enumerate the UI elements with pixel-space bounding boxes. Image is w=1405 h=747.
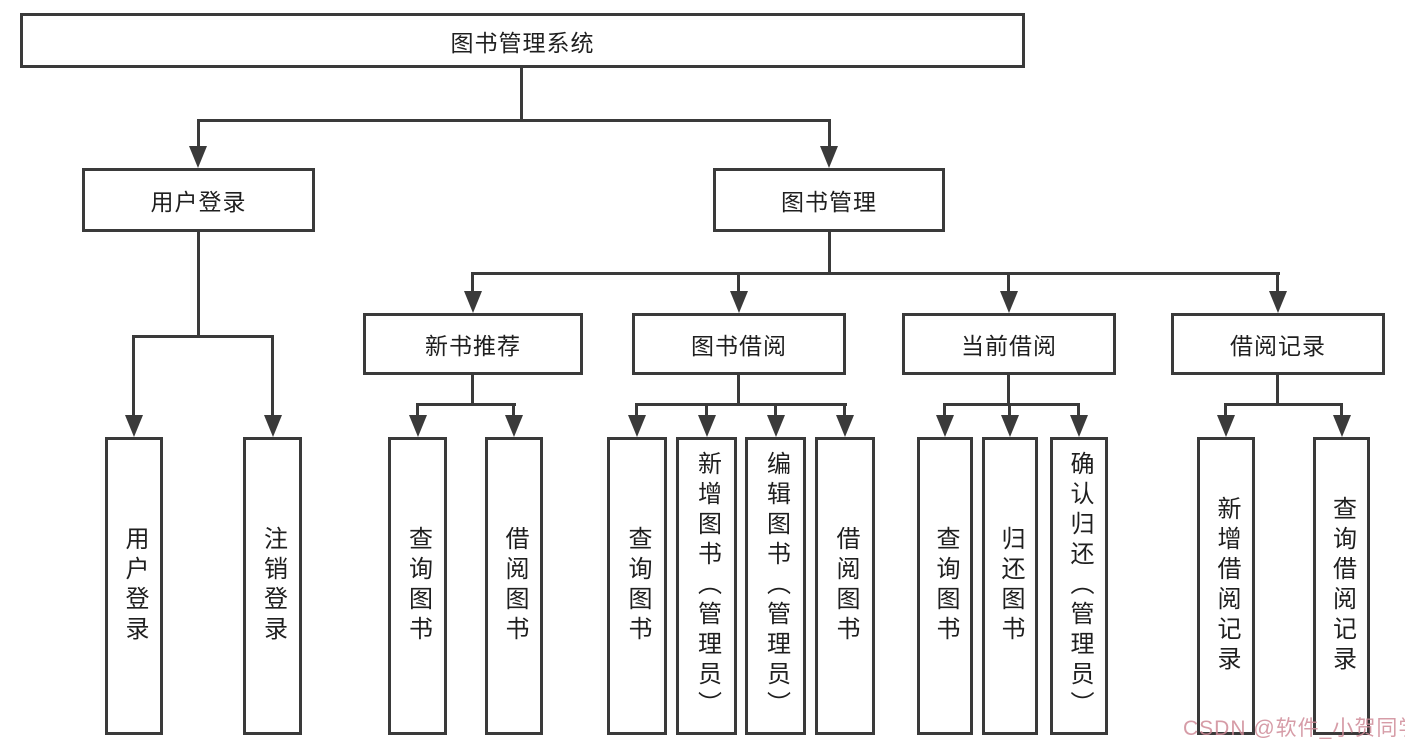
connector-drop [737,375,740,406]
leaf-logout: 注销登录 [243,437,302,735]
leaf-user-login-label: 用户登录 [121,526,148,646]
connector-root-drop [520,68,523,122]
leaf-logout-label: 注销登录 [259,526,287,646]
arrow-down-icon [730,291,748,313]
leaf-query-borrow-record-label: 查询借阅记录 [1328,496,1356,676]
leaf-query-books-1-label: 查询图书 [404,526,432,646]
connector-stem-user-login [197,119,200,149]
leaf-add-books-admin: 新增图书（管理员） [676,437,737,735]
leaf-query-borrow-record: 查询借阅记录 [1313,437,1370,735]
connector-stem-level3 [1276,272,1279,295]
arrow-down-icon [505,415,523,437]
leaf-borrow-books-1: 借阅图书 [485,437,543,735]
node-book-management: 图书管理 [713,168,945,232]
arrow-down-icon [836,415,854,437]
leaf-query-books-2: 查询图书 [607,437,667,735]
connector-bus [416,403,516,406]
arrow-down-icon [125,415,143,437]
node-new-book-recommend: 新书推荐 [363,313,583,375]
connector-stem-leaf [1340,403,1343,417]
leaf-return-books: 归还图书 [982,437,1038,735]
connector-bus [636,403,847,406]
node-root-label: 图书管理系统 [450,29,595,56]
leaf-query-books-2-label: 查询图书 [624,526,651,646]
leaf-add-borrow-record: 新增借阅记录 [1197,437,1255,735]
leaf-confirm-return-admin: 确认归还（管理员） [1050,437,1108,735]
arrow-down-icon [1001,415,1019,437]
arrow-down-icon [464,291,482,313]
arrow-down-icon [698,415,716,437]
connector-drop [1007,375,1010,406]
arrow-down-icon [767,415,785,437]
leaf-borrow-books-2: 借阅图书 [815,437,875,735]
leaf-confirm-return-admin-label: 确认归还（管理员） [1066,451,1093,721]
arrow-down-icon [1333,415,1351,437]
connector-drop [471,375,474,406]
leaf-query-books-3-label: 查询图书 [932,526,959,646]
node-new-book-recommend-label: 新书推荐 [425,333,521,359]
arrow-down-icon [409,415,427,437]
leaf-borrow-books-1-label: 借阅图书 [501,526,528,646]
connector-stem-leaf [943,403,946,417]
arrow-down-icon [1000,291,1018,313]
node-root: 图书管理系统 [20,13,1025,68]
connector-stem-leaf [705,403,708,417]
leaf-user-login: 用户登录 [105,437,163,735]
connector-stem-leaf [774,403,777,417]
connector-stem-leaf [1077,403,1080,417]
csdn-watermark: CSDN @软件_小贺同学 [1183,717,1405,740]
leaf-borrow-books-2-label: 借阅图书 [832,526,859,646]
arrow-down-icon [820,146,838,168]
arrow-down-icon [1217,415,1235,437]
connector-stem-book-management [828,119,831,149]
node-current-borrowing-label: 当前借阅 [961,333,1057,359]
node-book-management-label: 图书管理 [781,189,877,215]
connector-bus [1225,403,1343,406]
leaf-return-books-label: 归还图书 [997,526,1024,646]
leaf-add-books-admin-label: 新增图书（管理员） [693,451,721,721]
arrow-down-icon [1070,415,1088,437]
connector-stem-level3 [737,272,740,295]
node-current-borrowing: 当前借阅 [902,313,1116,375]
node-borrowing-records: 借阅记录 [1171,313,1385,375]
leaf-query-books-3: 查询图书 [917,437,973,735]
leaf-add-borrow-record-label: 新增借阅记录 [1213,496,1240,676]
node-user-login: 用户登录 [82,168,315,232]
connector-level3-bus [472,272,1280,275]
node-book-borrowing: 图书借阅 [632,313,846,375]
arrow-down-icon [936,415,954,437]
connector-stem-leaf [416,403,419,417]
arrow-down-icon [1269,291,1287,313]
connector-stem-leaf [1224,403,1227,417]
connector-level1-bus [197,119,831,122]
leaf-query-books-1: 查询图书 [388,437,447,735]
leaf-edit-books-admin-label: 编辑图书（管理员） [762,451,790,721]
connector-user-login-drop [197,232,200,338]
node-borrowing-records-label: 借阅记录 [1230,333,1326,359]
connector-stem-leaf [271,335,274,418]
connector-stem-level3 [471,272,474,295]
leaf-edit-books-admin: 编辑图书（管理员） [745,437,806,735]
connector-stem-leaf [635,403,638,417]
connector-stem-leaf [843,403,846,417]
connector-stem-leaf [132,335,135,418]
connector-drop [1276,375,1279,406]
arrow-down-icon [189,146,207,168]
connector-user-login-bus [133,335,274,338]
node-book-borrowing-label: 图书借阅 [691,333,787,359]
node-user-login-label: 用户登录 [150,189,247,215]
connector-stem-level3 [1007,272,1010,295]
connector-bus [944,403,1080,406]
arrow-down-icon [264,415,282,437]
connector-stem-leaf [512,403,515,417]
connector-stem-leaf [1008,403,1011,417]
connector-book-management-drop [828,232,831,275]
arrow-down-icon [628,415,646,437]
